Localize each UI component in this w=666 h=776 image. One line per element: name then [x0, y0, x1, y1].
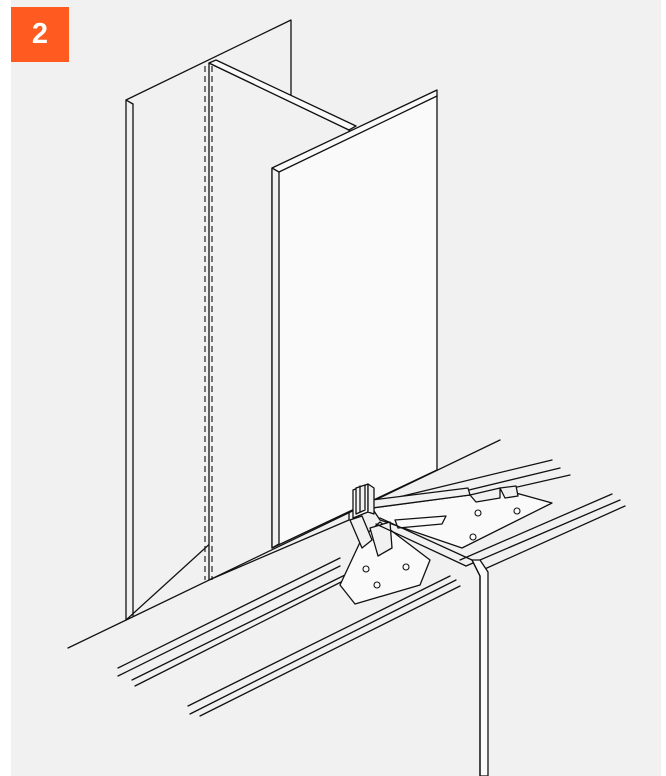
column-h-section — [125, 19, 438, 621]
step-number-badge: 2 — [11, 7, 69, 62]
horizontal-beam — [67, 439, 501, 717]
step-number: 2 — [31, 18, 49, 50]
bracket-top-tab — [352, 483, 375, 519]
connector-bracket — [339, 483, 553, 605]
column-front-flange — [271, 89, 438, 549]
